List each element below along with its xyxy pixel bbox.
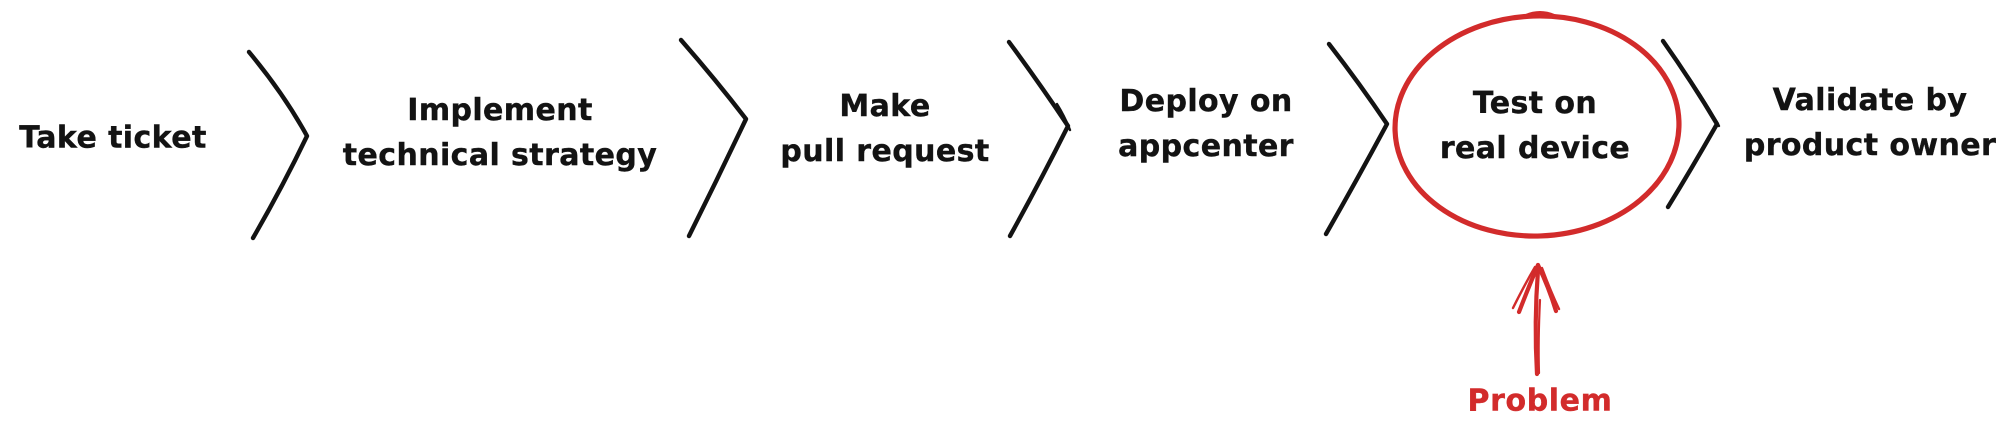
- flow-step-validate-by-product-owner: Validate by product owner: [1744, 78, 1996, 168]
- step-label-line: Test on: [1472, 86, 1598, 121]
- step-label-line: Make: [839, 89, 931, 124]
- step-label-line: appcenter: [1118, 129, 1294, 164]
- step-label-line: Implement: [407, 93, 593, 128]
- flow-step-make-pull-request: Make pull request: [780, 84, 989, 174]
- problem-label: Problem: [1467, 383, 1613, 419]
- chevron-right-icon: [246, 49, 310, 241]
- chevron-right-icon: [1660, 38, 1720, 210]
- chevron-right-icon: [678, 37, 749, 239]
- flow-step-deploy-on-appcenter: Deploy on appcenter: [1118, 79, 1294, 169]
- arrow-up-icon: [1511, 262, 1561, 377]
- chevron-right-icon: [1006, 39, 1071, 239]
- chevron-sketch-stroke: [1676, 60, 1721, 128]
- flow-step-take-ticket: Take ticket: [19, 116, 206, 161]
- highlight-ellipse: [1392, 11, 1682, 239]
- step-label-line: Deploy on: [1119, 84, 1293, 119]
- step-label-line: product owner: [1743, 128, 1997, 163]
- step-label-line: Validate by: [1772, 83, 1968, 118]
- step-label-line: real device: [1439, 131, 1631, 166]
- chevron-sketch-stroke: [1055, 102, 1072, 132]
- flow-step-test-on-real-device: Test on real device: [1440, 81, 1630, 171]
- step-label-line: pull request: [780, 134, 990, 169]
- flow-step-implement-technical-strategy: Implement technical strategy: [343, 88, 657, 178]
- step-label-line: technical strategy: [342, 138, 658, 173]
- step-label-line: Take ticket: [19, 120, 207, 156]
- chevron-right-icon: [1323, 41, 1390, 237]
